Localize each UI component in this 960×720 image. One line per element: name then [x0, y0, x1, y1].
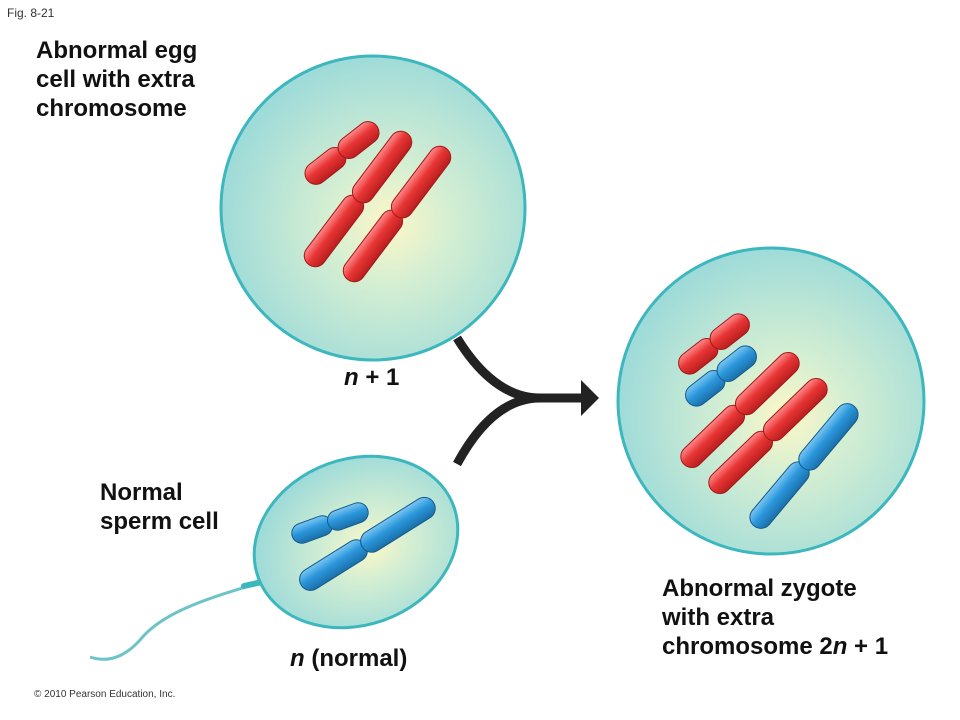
egg-ploidy-n: n — [344, 364, 359, 391]
egg-ploidy-rest: + 1 — [358, 364, 400, 391]
sperm-cell-label-line-1: Normal — [100, 479, 183, 506]
sperm-cell — [252, 454, 460, 630]
sperm-cell-label: Normal sperm cell — [100, 478, 219, 536]
zygote-label: Abnormal zygote with extra chromosome 2n… — [662, 574, 888, 661]
sperm-ploidy-n: n — [290, 645, 305, 672]
sperm-cell-label-line-2: sperm cell — [100, 508, 219, 535]
sperm-ploidy-label: n (normal) — [290, 644, 407, 673]
figure-number: Fig. 8-21 — [7, 6, 55, 20]
zygote-label-n: n — [832, 633, 848, 660]
sperm-long-chromosome — [299, 496, 436, 591]
zygote-long-red-chromosome-1 — [680, 351, 800, 469]
zygote-label-line-2: with extra — [662, 604, 775, 631]
zygote-label-line-3: chromosome 2n + 1 — [662, 632, 888, 661]
egg-cell-label-line-3: chromosome — [36, 95, 187, 122]
zygote-label-rest: + 1 — [847, 633, 889, 660]
zygote-long-blue-chromosome — [749, 403, 859, 529]
copyright-notice: © 2010 Pearson Education, Inc. — [34, 689, 176, 700]
egg-cell-label: Abnormal egg cell with extra chromosome — [36, 36, 197, 123]
sperm-flagellum — [89, 582, 257, 661]
egg-cell-label-line-1: Abnormal egg — [36, 37, 198, 64]
zygote-long-red-chromosome-2 — [708, 377, 828, 495]
egg-ploidy-label: n + 1 — [344, 363, 399, 392]
egg-cell — [219, 54, 527, 362]
zygote-cell — [616, 246, 926, 556]
egg-long-chromosome-1 — [303, 130, 413, 268]
sperm-small-chromosome — [291, 502, 369, 544]
egg-membrane — [219, 54, 527, 362]
sperm-ploidy-rest: (normal) — [304, 645, 408, 672]
egg-cell-label-line-2: cell with extra — [36, 66, 195, 93]
zygote-label-chromosome-text: chromosome 2 — [662, 633, 833, 660]
egg-long-chromosome-2 — [342, 145, 452, 283]
egg-small-chromosome — [304, 121, 380, 185]
zygote-small-red-chromosome — [678, 313, 750, 375]
zygote-membrane — [616, 246, 926, 556]
zygote-label-line-1: Abnormal zygote — [662, 575, 857, 602]
fusion-arrow-lower-branch — [453, 393, 541, 467]
fusion-arrowhead — [581, 380, 599, 416]
zygote-small-blue-chromosome — [685, 345, 757, 407]
fusion-arrow-upper-branch — [453, 335, 541, 403]
fusion-arrow — [453, 335, 599, 467]
